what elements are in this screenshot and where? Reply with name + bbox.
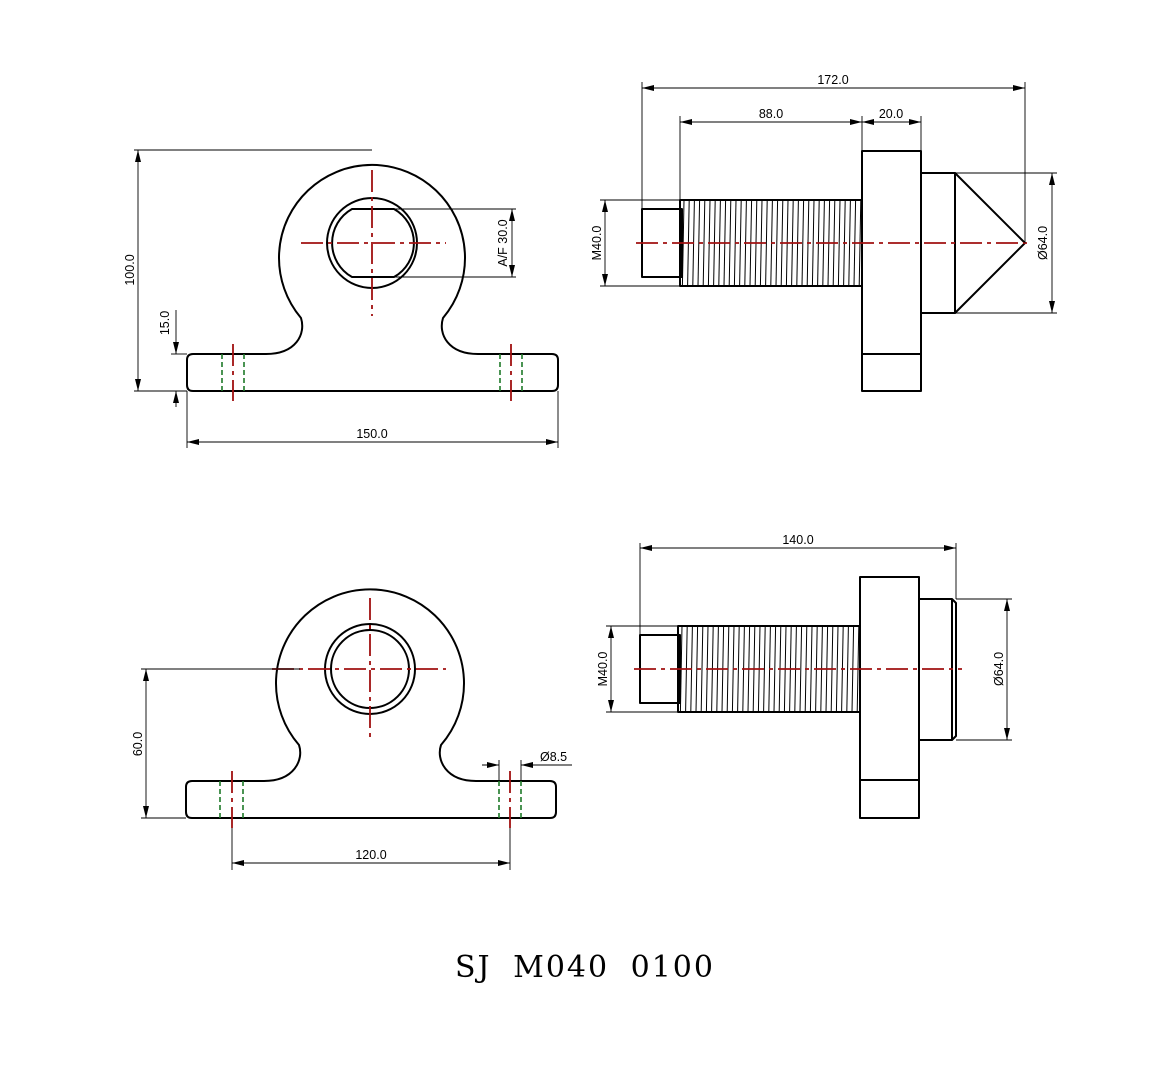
collar-flange: [859, 576, 920, 819]
view-bottom-left: 60.0 Ø8.5 120.0: [131, 588, 572, 870]
thread-line: [697, 199, 701, 287]
view-top-right: 172.0 88.0 20.0 M40.0 Ø64.0: [590, 73, 1057, 392]
thread-line: [739, 199, 742, 287]
thread-line: [695, 625, 699, 713]
dim-collar-length-label: 20.0: [879, 107, 903, 121]
thread-line: [773, 625, 777, 713]
thread-line: [835, 625, 839, 713]
dim-overall-length-label: 172.0: [817, 73, 848, 87]
dim-thread-length-label: 88.0: [759, 107, 783, 121]
bracket-outline: [185, 588, 557, 819]
dim-axis-height-label: 60.0: [131, 732, 145, 756]
thread-line: [765, 199, 768, 287]
dim-head-dia-label: Ø64.0: [1036, 226, 1050, 260]
view-top-left: 100.0 15.0 150.0 A/F 30.0: [123, 149, 559, 448]
thread-line: [848, 199, 851, 287]
thread-line: [737, 625, 740, 713]
thread-line: [846, 625, 849, 713]
dim-across-flats-label: A/F 30.0: [496, 219, 510, 266]
dim-width-label: 150.0: [356, 427, 387, 441]
dim-thread-dia-label: M40.0: [590, 226, 604, 261]
thread-line: [837, 199, 841, 287]
view-bottom-right: 140.0 M40.0 Ø64.0: [596, 533, 1012, 819]
thread-line: [811, 199, 815, 287]
dim-overall-length-label: 140.0: [782, 533, 813, 547]
dim-thread-dia-label: M40.0: [596, 652, 610, 687]
dim-hole-spacing-label: 120.0: [355, 848, 386, 862]
thread-line: [763, 625, 766, 713]
thread-line: [809, 625, 813, 713]
flat-head: [919, 598, 957, 741]
thread-line: [799, 625, 803, 713]
dim-hole-dia-label: Ø8.5: [540, 750, 567, 764]
dim-head-dia-label: Ø64.0: [992, 652, 1006, 686]
thread-line: [702, 199, 706, 287]
thread-line: [801, 199, 805, 287]
dim-base-thickness-label: 15.0: [158, 311, 172, 335]
part-code-title: SJ M040 0100: [455, 950, 715, 985]
dim-height-label: 100.0: [123, 254, 137, 285]
thread-line: [775, 199, 779, 287]
thread-line: [700, 625, 704, 713]
bracket-outline: [186, 164, 559, 392]
